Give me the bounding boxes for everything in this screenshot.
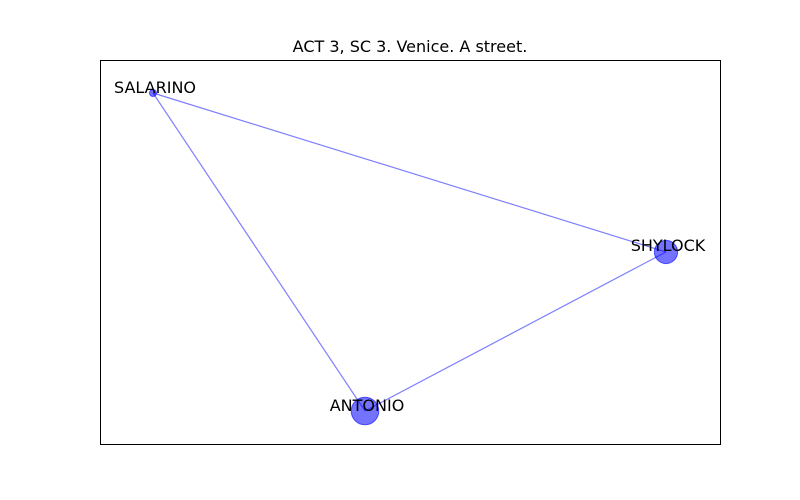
figure-title: ACT 3, SC 3. Venice. A street.: [293, 37, 528, 56]
edges-layer: [152, 92, 667, 412]
labels-layer: SALARINO SHYLOCK ANTONIO: [114, 78, 706, 415]
edge-salarino-antonio: [152, 92, 366, 412]
edge-antonio-shylock: [364, 251, 667, 412]
node-label-antonio: ANTONIO: [330, 396, 405, 415]
node-label-shylock: SHYLOCK: [631, 236, 706, 255]
node-salarino: [149, 89, 157, 97]
plot-frame: [100, 60, 721, 445]
node-antonio: [350, 396, 380, 426]
node-label-salarino: SALARINO: [114, 78, 196, 97]
node-shylock: [653, 239, 679, 265]
nodes-layer: [149, 89, 679, 426]
edge-salarino-shylock: [152, 92, 667, 253]
